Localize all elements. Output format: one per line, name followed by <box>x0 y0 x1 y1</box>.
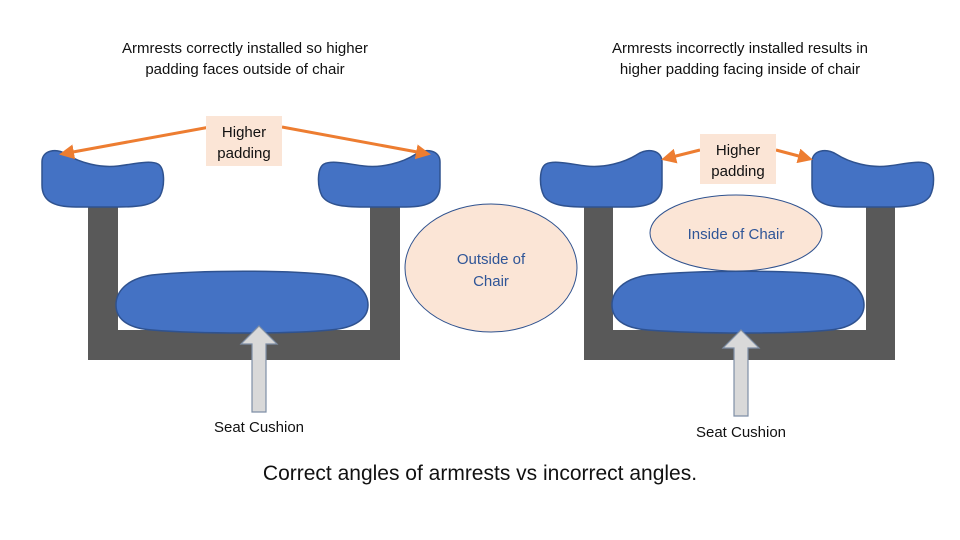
outside-of-chair-ellipse-group: Outside of Chair <box>404 203 578 333</box>
inside-of-chair-label: Inside of Chair <box>688 226 785 243</box>
right-seat-up-arrow <box>721 329 761 417</box>
right-chair-frame <box>584 207 895 360</box>
left-chair-frame <box>88 207 400 360</box>
right-armrest-right <box>811 149 935 208</box>
left-seat-cushion-label: Seat Cushion <box>214 419 304 436</box>
left-seat-up-arrow <box>239 325 279 413</box>
left-higher-padding-label-line-2: padding <box>217 145 270 162</box>
left-caption: Armrests correctly installed so higher p… <box>60 38 430 80</box>
left-higher-padding-box <box>206 116 282 166</box>
right-caption-line-2: higher padding facing inside of chair <box>619 61 861 78</box>
left-higher-padding-label-line-1: Higher <box>222 124 266 141</box>
outside-of-chair-label-line-2: Chair <box>473 273 509 290</box>
right-caption-line-1: Armrests incorrectly installed results i… <box>612 40 868 57</box>
outside-of-chair-ellipse <box>404 203 578 333</box>
right-caption: Armrests incorrectly installed results i… <box>555 38 925 80</box>
left-caption-line-1: Armrests correctly installed so higher <box>122 40 368 57</box>
right-higher-padding-arrow-right <box>775 148 813 164</box>
right-armrest-left <box>539 149 663 208</box>
right-higher-padding-label-line-1: Higher <box>716 142 760 159</box>
right-higher-padding-box <box>700 134 776 184</box>
left-higher-padding-arrow-right <box>281 125 431 160</box>
right-higher-padding-arrow-left <box>661 148 701 164</box>
left-chair: Higher padding Seat Cushion <box>41 116 441 436</box>
left-caption-line-2: padding faces outside of chair <box>145 61 345 78</box>
right-chair: Inside of Chair Higher padding Seat Cush… <box>539 134 935 441</box>
left-higher-padding-arrow-left <box>59 125 211 160</box>
left-armrest-right <box>317 149 441 208</box>
bottom-caption: Correct angles of armrests vs incorrect … <box>262 462 698 485</box>
outside-of-chair-label-line-1: Outside of <box>457 251 526 268</box>
left-armrest-left <box>41 149 165 208</box>
right-seat-cushion-label: Seat Cushion <box>696 424 786 441</box>
right-higher-padding-label-line-2: padding <box>711 163 764 180</box>
inside-of-chair-ellipse <box>649 194 823 272</box>
left-seat-cushion <box>115 270 369 334</box>
right-seat-cushion <box>611 270 865 334</box>
